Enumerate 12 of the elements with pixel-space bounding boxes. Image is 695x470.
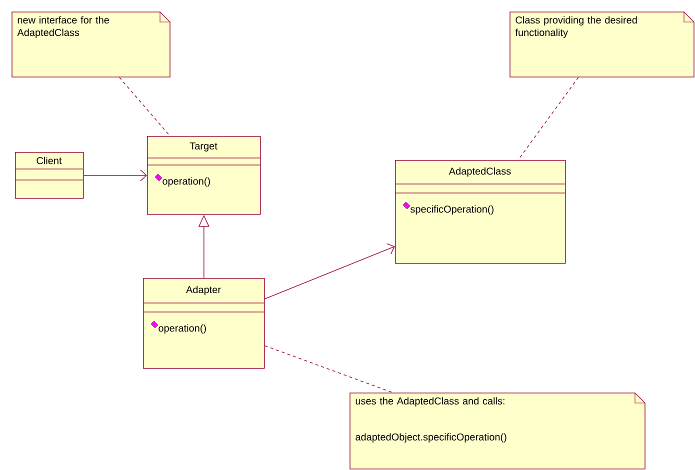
note-box: uses the AdaptedClass and calls: adaptedObject.specificOperation() (350, 392, 646, 470)
dashed-line (518, 77, 579, 160)
note-box: Class providing the desired functionality (510, 12, 694, 78)
arrow (264, 243, 395, 300)
dashed-line (118, 77, 170, 136)
note-box: new interface for the AdaptedClass (12, 12, 170, 78)
class-box: Client (14, 152, 84, 199)
class-box: AdaptedClass specificOperation() (394, 160, 566, 264)
class-box: Target operation() (146, 136, 261, 215)
dashed-line (264, 345, 394, 394)
arrow (83, 169, 147, 182)
class-box: Adapter operation() (142, 278, 265, 369)
